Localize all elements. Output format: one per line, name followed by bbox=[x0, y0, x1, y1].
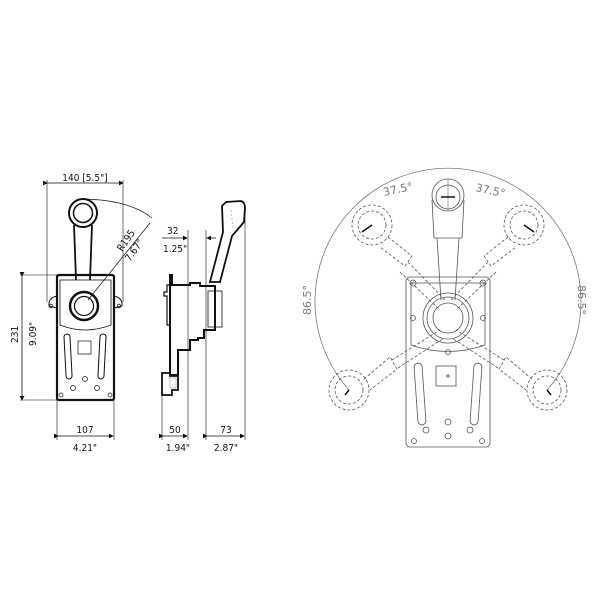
angle-right-side: 86.5° bbox=[575, 285, 588, 315]
dim-depth-mm: 50 bbox=[169, 425, 181, 436]
dim-depth-in: 1.94" bbox=[166, 443, 190, 454]
angle-left-top: 37.5° bbox=[382, 180, 414, 199]
side-view bbox=[159, 200, 246, 440]
dim-lever-in: 2.87" bbox=[214, 443, 238, 454]
range-view bbox=[314, 167, 582, 448]
angle-left-side: 86.5° bbox=[301, 285, 314, 315]
dim-width-in: 4.21" bbox=[73, 443, 97, 454]
dim-lever-mm: 73 bbox=[220, 425, 231, 436]
angle-right-top: 37.5° bbox=[474, 181, 506, 200]
dim-offset-mm: 32 bbox=[167, 226, 178, 237]
dim-offset-in: 1.25" bbox=[163, 244, 187, 255]
dim-height-in: 9.09" bbox=[28, 322, 39, 346]
front-view bbox=[19, 180, 153, 440]
dim-width-mm: 107 bbox=[76, 425, 93, 436]
dim-height-mm: 231 bbox=[10, 326, 21, 343]
dim-width-top: 140 [5.5"] bbox=[62, 173, 107, 184]
